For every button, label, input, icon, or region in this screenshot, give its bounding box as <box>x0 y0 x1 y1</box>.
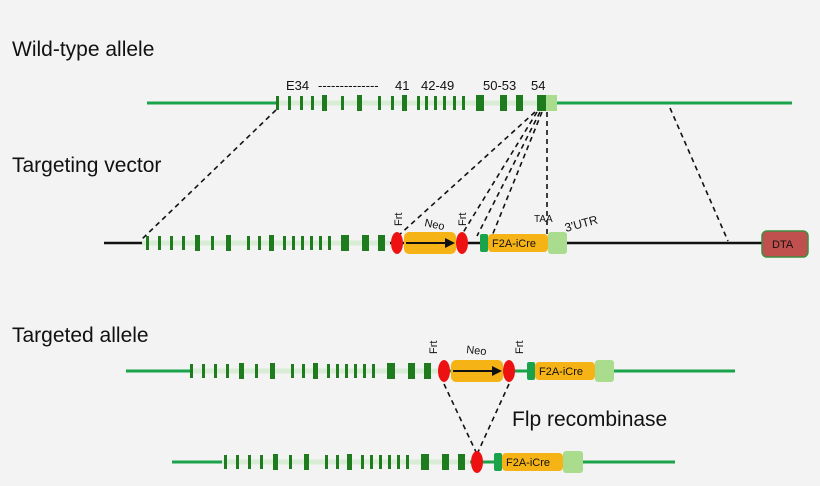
targeted-neo-arrow-head <box>492 366 502 376</box>
targeted-f2a-icre-box <box>535 362 595 380</box>
frt-label-right: Frt <box>457 213 469 226</box>
wildtype-exons <box>276 95 546 111</box>
targeted-frt-label-left: Frt <box>428 341 440 354</box>
frt-label-left: Frt <box>393 213 405 226</box>
utr-label: 3'UTR <box>563 213 599 235</box>
targeted-frt-label-right: Frt <box>514 341 526 354</box>
recombined-f2a-icre-label: F2A-iCre <box>506 457 550 469</box>
dta-cassette <box>761 230 809 258</box>
neo-arrow-head <box>445 238 455 248</box>
targeted-utr-box <box>595 360 614 382</box>
vector-exons <box>146 235 385 251</box>
targeted-frt-left <box>438 360 450 382</box>
exon-54 <box>537 95 546 111</box>
f2a-icre-box <box>488 234 548 252</box>
exon-label-54: 54 <box>531 78 545 93</box>
exon-label-dashes: -------------- <box>318 78 379 93</box>
neo-label: Neo <box>423 217 445 233</box>
recombined-frt <box>471 451 483 473</box>
targeted-neo-label: Neo <box>466 344 487 358</box>
alignment-dashed-lines <box>139 107 729 242</box>
recombined-exon-54 <box>494 453 502 471</box>
dta-label: DTA <box>772 239 794 251</box>
recombined-utr-box <box>563 451 583 473</box>
vector-heading: Targeting vector <box>12 154 161 177</box>
flp-recombinase-label: Flp recombinase <box>512 408 667 431</box>
targeted-heading: Targeted allele <box>12 324 149 347</box>
wildtype-allele: E34 -------------- 41 42-49 50-53 54 <box>147 78 792 111</box>
utr-box <box>548 232 567 254</box>
f2a-icre-label: F2A-iCre <box>492 238 536 250</box>
recombined-exons <box>224 454 465 470</box>
wildtype-utr-box <box>546 95 557 111</box>
targeted-exons <box>190 363 431 379</box>
targeted-f2a-icre-label: F2A-iCre <box>539 366 583 378</box>
targeted-allele: F2A-iCre Frt Frt Neo <box>126 341 735 382</box>
recombined-f2a-icre-box <box>502 453 563 471</box>
exon-label-42-49: 42-49 <box>421 78 454 93</box>
exon-54-fragment <box>480 234 488 252</box>
exon-label-50-53: 50-53 <box>483 78 516 93</box>
recombined-allele: F2A-iCre <box>172 451 675 473</box>
frt-site-left <box>391 232 403 254</box>
taa-label: TAA <box>534 214 553 225</box>
flp-excision-lines <box>443 383 510 453</box>
exon-label-41: 41 <box>395 78 409 93</box>
targeted-frt-right <box>503 360 515 382</box>
targeting-vector: F2A-iCre DTA Frt Frt Neo TAA 3'UTR <box>104 213 809 258</box>
wildtype-heading: Wild-type allele <box>12 38 154 61</box>
targeted-exon-54 <box>527 362 535 380</box>
frt-site-right <box>456 232 468 254</box>
exon-label-e34: E34 <box>286 78 309 93</box>
